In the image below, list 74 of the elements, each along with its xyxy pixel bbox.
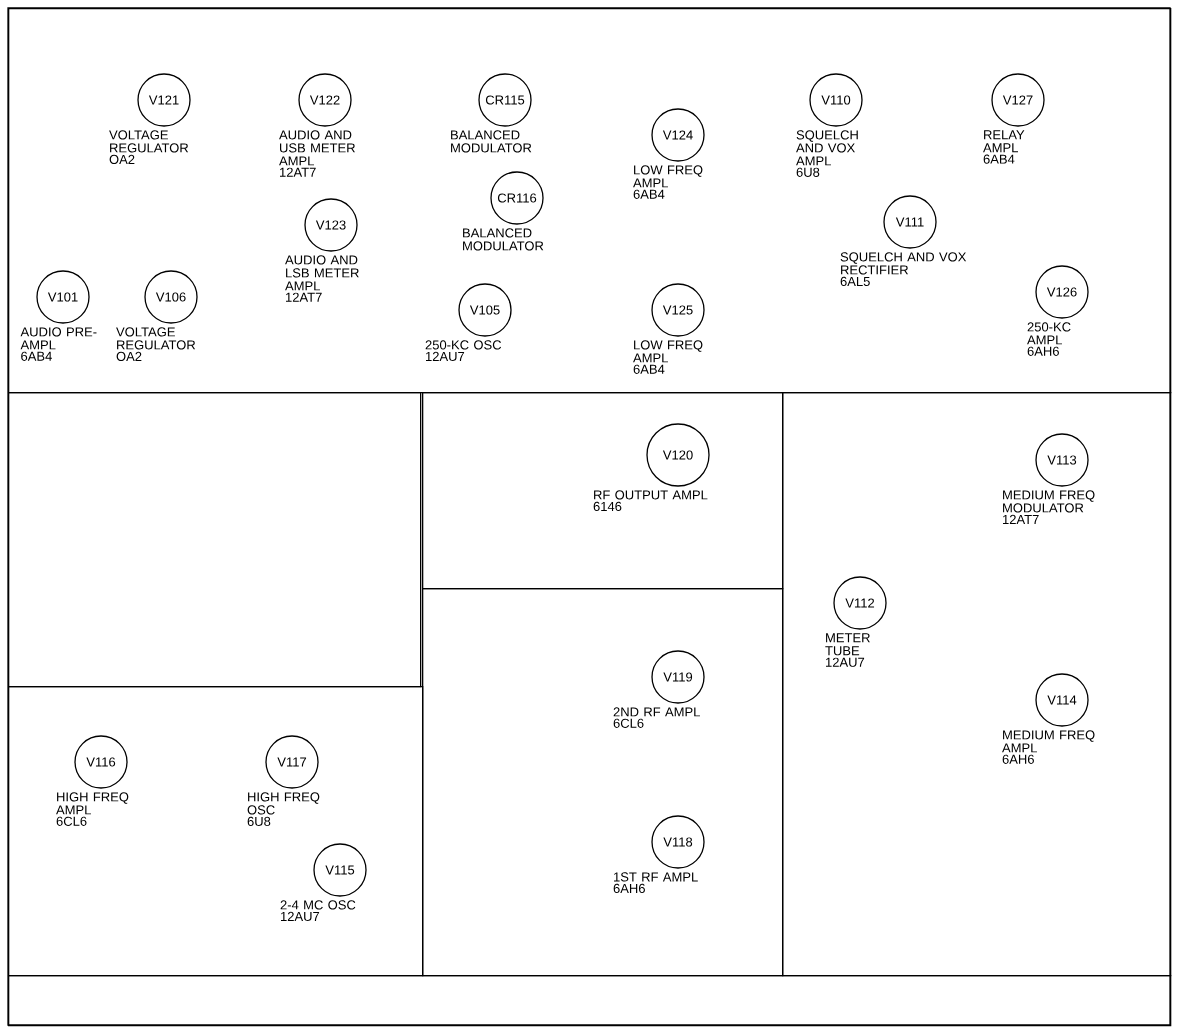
- tube-description: HIGH FREQ OSC: [247, 792, 320, 815]
- tube-type: OA2: [109, 154, 135, 164]
- tube-type: 6AB4: [633, 364, 665, 374]
- tube-description: LOW FREQ AMPL: [633, 340, 703, 363]
- tube-socket: V122: [298, 73, 352, 127]
- panel: [8, 392, 422, 688]
- tube-description: RELAY AMPL: [983, 130, 1025, 153]
- tube-socket: V113: [1035, 433, 1089, 487]
- tube-description: SQUELCH AND VOX RECTIFIER: [840, 252, 967, 275]
- tube-type: 6U8: [796, 167, 820, 177]
- tube-type: 12AT7: [280, 167, 316, 177]
- panel: [8, 686, 424, 977]
- tube-description: 2-4 MC OSC: [280, 900, 356, 910]
- panel: [782, 392, 1172, 977]
- tube-type: 12AT7: [1003, 514, 1039, 524]
- tube-type: 6AB4: [633, 189, 665, 199]
- panel: [8, 975, 1172, 1027]
- tube-socket: V126: [1035, 265, 1089, 319]
- tube-description: MEDIUM FREQ MODULATOR: [1003, 490, 1095, 513]
- tube-type: 6CL6: [613, 718, 644, 728]
- tube-description: MEDIUM FREQ AMPL: [1002, 730, 1095, 753]
- tube-type: 6CL6: [56, 816, 87, 826]
- tube-type: 12AU7: [281, 911, 320, 921]
- tube-description: 1ST RF AMPL: [614, 872, 698, 882]
- tube-socket: V110: [809, 73, 863, 127]
- tube-socket: V127: [991, 73, 1045, 127]
- tube-socket: V125: [651, 283, 705, 337]
- tube-socket: V123: [304, 198, 358, 252]
- tube-socket: V124: [651, 108, 705, 162]
- tube-socket: V118: [651, 815, 705, 869]
- tube-socket: V101: [36, 270, 90, 324]
- tube-type: 6AH6: [1002, 754, 1034, 764]
- tube-socket: CR116: [490, 171, 544, 225]
- tube-type: 12AU7: [826, 657, 865, 667]
- tube-socket: V106: [144, 270, 198, 324]
- tube-type: 6AH6: [1027, 346, 1059, 356]
- tube-type: 6AB4: [983, 154, 1015, 164]
- tube-description: HIGH FREQ AMPL: [56, 792, 129, 815]
- tube-type: 12AT7: [286, 292, 322, 302]
- tube-type: OA2: [116, 351, 142, 361]
- panel: [8, 8, 1172, 394]
- tube-description: 250-KC AMPL: [1027, 322, 1071, 345]
- tube-description: AUDIO AND LSB METER AMPL: [285, 255, 359, 291]
- tube-description: BALANCED MODULATOR: [463, 228, 544, 251]
- tube-socket: CR115: [478, 73, 532, 127]
- tube-description: 2ND RF AMPL: [613, 707, 700, 717]
- tube-socket: V115: [313, 843, 367, 897]
- tube-type: 12AU7: [426, 351, 465, 361]
- tube-socket: V105: [458, 283, 512, 337]
- tube-type: 6146: [593, 501, 622, 511]
- tube-description: 250-KC OSC: [425, 340, 502, 350]
- tube-type: 6AL5: [840, 276, 870, 286]
- tube-socket: V112: [833, 576, 887, 630]
- panel: [422, 588, 784, 977]
- tube-description: METER TUBE: [825, 633, 870, 656]
- panel: [422, 392, 784, 590]
- tube-description: BALANCED MODULATOR: [451, 130, 532, 153]
- tube-description: SQUELCH AND VOX AMPL: [796, 130, 858, 166]
- tube-description: AUDIO PRE-AMPL: [20, 327, 97, 350]
- tube-socket: V116: [74, 735, 128, 789]
- tube-socket: V120: [646, 423, 710, 487]
- tube-type: 6U8: [247, 816, 271, 826]
- tube-socket: V111: [883, 195, 937, 249]
- tube-socket: V114: [1035, 673, 1089, 727]
- tube-type: 6AH6: [613, 883, 645, 893]
- tube-description: VOLTAGE REGULATOR: [116, 327, 196, 350]
- tube-description: LOW FREQ AMPL: [633, 165, 703, 188]
- tube-description: AUDIO AND USB METER AMPL: [279, 130, 355, 166]
- tube-socket: V121: [137, 73, 191, 127]
- tube-description: RF OUTPUT AMPL: [594, 490, 708, 500]
- tube-socket: V117: [265, 735, 319, 789]
- tube-socket: V119: [651, 650, 705, 704]
- tube-type: 6AB4: [21, 351, 52, 361]
- tube-description: VOLTAGE REGULATOR: [109, 130, 189, 153]
